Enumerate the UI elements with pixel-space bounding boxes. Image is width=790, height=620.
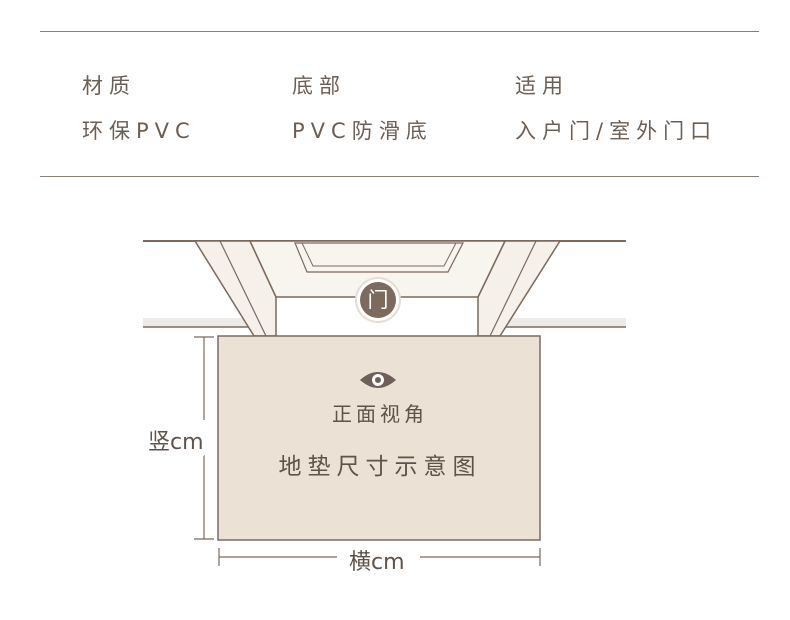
door-badge-label: 门 (367, 288, 389, 312)
floor-mat (217, 335, 541, 541)
door-frame-left (193, 240, 277, 337)
door-frame-right (477, 240, 562, 337)
spec-label-material: 材质 (82, 74, 136, 98)
wall-strip-left (143, 318, 253, 327)
door-leaf (248, 240, 507, 298)
diagram-title: 地垫尺寸示意图 (278, 454, 482, 480)
view-label: 正面视角 (332, 402, 428, 426)
spec-value-usage: 入户门/室外门口 (515, 119, 718, 143)
bottom-divider (40, 176, 759, 177)
door-badge (360, 282, 396, 318)
height-label: 竖cm (148, 424, 204, 456)
spec-value-material: 环保PVC (82, 119, 196, 143)
spec-label-usage: 适用 (515, 74, 569, 98)
top-divider (40, 31, 759, 32)
width-label: 横cm (349, 544, 405, 576)
eye-icon (360, 372, 396, 388)
spec-value-bottom: PVC防滑底 (292, 119, 433, 143)
spec-label-bottom: 底部 (292, 74, 346, 98)
wall-strip-right (498, 318, 626, 327)
